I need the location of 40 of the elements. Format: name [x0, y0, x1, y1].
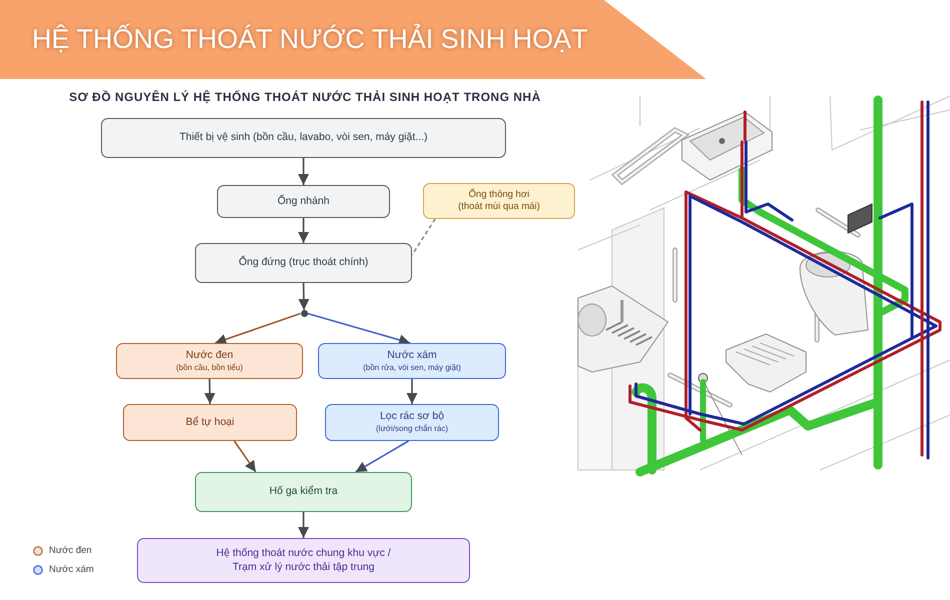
note-box	[423, 183, 575, 219]
step-label: Ống đứng (trục thoát chính)	[238, 256, 368, 270]
step-note: (thoát mùi qua mái)	[458, 201, 540, 214]
step-note: (bồn rửa, vòi sen, máy giặt)	[363, 362, 461, 374]
arrow	[204, 378, 216, 404]
process-box	[137, 538, 470, 583]
arrow	[355, 440, 409, 473]
banner-title: HỆ THỐNG THOÁT NƯỚC THẢI SINH HOẠT	[32, 24, 588, 55]
process-box	[318, 343, 506, 379]
legend-label: Nước đen	[49, 545, 92, 556]
step-label: Ống thông hơi	[468, 188, 530, 201]
arrow	[298, 218, 309, 243]
arrow	[307, 312, 410, 346]
junction-dot	[300, 310, 308, 317]
process-box	[325, 404, 499, 441]
step-label: Hố ga kiểm tra	[269, 485, 338, 499]
step-label: Nước xám	[387, 348, 437, 363]
process-box	[123, 404, 297, 441]
step-label: Nước đen	[186, 348, 234, 363]
process-box	[101, 118, 506, 158]
arrow	[298, 158, 309, 185]
legend-label: Nước xám	[49, 564, 94, 575]
step-label: Thiết bị vệ sinh (bồn cầu, lavabo, vòi sen, máy giặt...)	[179, 131, 428, 145]
diagram-subtitle: SƠ ĐỒ NGUYÊN LÝ HỆ THỐNG THOÁT NƯỚC THẢI SINH HOẠT TRONG NHÀ	[69, 90, 541, 104]
process-box	[195, 243, 412, 283]
step-note: (bồn cầu, bồn tiểu)	[176, 362, 243, 374]
dashed-connector	[411, 218, 436, 256]
arrow	[298, 282, 310, 310]
arrow	[214, 312, 301, 345]
step-label: Hệ thống thoát nước chung khu vực / Trạm xử lý nước thải tập trung	[215, 546, 392, 574]
step-label: Ống nhánh	[278, 194, 330, 208]
step-note: (lưới/song chắn rác)	[376, 424, 448, 435]
process-box	[217, 185, 390, 218]
step-label: Bể tự hoại	[186, 416, 234, 430]
arrow	[406, 379, 418, 404]
arrow	[298, 512, 309, 538]
arrow	[234, 440, 256, 472]
process-box	[195, 472, 412, 512]
process-box	[116, 343, 303, 379]
step-label: Lọc rác sơ bộ	[380, 410, 444, 424]
